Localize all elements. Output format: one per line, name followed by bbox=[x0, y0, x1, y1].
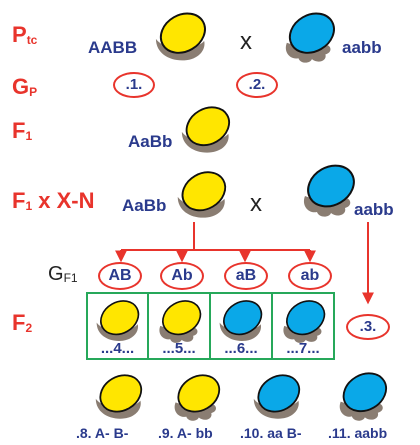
seed-f2-1 bbox=[93, 298, 143, 344]
bottom-label-9: .9. A- bb bbox=[158, 425, 213, 441]
seed-ptc-right bbox=[278, 10, 342, 64]
bottom-label-10: .10. aa B- bbox=[240, 425, 302, 441]
f2-blank-5: ...5... bbox=[162, 340, 196, 357]
yellow-wrinkled-pea-icon bbox=[159, 300, 202, 343]
row-label-ptc: Ptc bbox=[12, 22, 38, 47]
blank-3: .3. bbox=[346, 314, 390, 340]
gamete-ab-upper: AB bbox=[98, 262, 142, 290]
f2-blank-6: ...6... bbox=[224, 340, 258, 357]
seed-f1 bbox=[178, 104, 234, 156]
row-label-f1: F1 bbox=[12, 118, 33, 143]
blue-wrinkled-pea-icon bbox=[283, 300, 326, 343]
yellow-wrinkled-pea-icon bbox=[174, 374, 221, 421]
f2-box-3: ...6... bbox=[209, 292, 273, 360]
seed-test-cross-left bbox=[174, 168, 230, 222]
seed-bottom-4 bbox=[334, 370, 392, 422]
seed-f2-2 bbox=[154, 298, 206, 344]
blue-wrinkled-pea-icon bbox=[303, 164, 355, 217]
blue-smooth-pea-icon bbox=[219, 300, 263, 341]
f2-box-1: ...4... bbox=[86, 292, 149, 360]
f2-blank-7: ...7... bbox=[286, 340, 320, 357]
gamete-ab-lower: ab bbox=[288, 262, 332, 290]
f2-box-2: ...5... bbox=[147, 292, 211, 360]
f2-box-4: ...7... bbox=[271, 292, 335, 360]
row-label-gp: GP bbox=[12, 74, 38, 99]
yellow-smooth-pea-icon bbox=[177, 171, 227, 218]
test-cross-left-genotype: AaBb bbox=[122, 196, 167, 215]
seed-f2-4 bbox=[278, 298, 330, 344]
test-cross-right-genotype: aabb bbox=[354, 200, 394, 219]
blue-smooth-pea-icon bbox=[253, 374, 301, 419]
gp-blank-2: .2. bbox=[236, 72, 278, 98]
row-label-f2: F2 bbox=[12, 310, 33, 335]
seed-ptc-left bbox=[152, 10, 210, 64]
test-cross-sign: x bbox=[250, 190, 262, 217]
f1-genotype: AaBb bbox=[128, 132, 173, 151]
bottom-label-11: .11. aabb bbox=[328, 425, 388, 441]
row-label-gf1: GF1 bbox=[48, 263, 78, 285]
blue-wrinkled-pea-icon bbox=[285, 12, 335, 63]
seed-bottom-1 bbox=[92, 372, 146, 422]
yellow-smooth-pea-icon bbox=[95, 374, 143, 419]
ptc-cross-sign: x bbox=[240, 28, 252, 55]
seed-bottom-2 bbox=[168, 372, 226, 422]
seed-f2-3 bbox=[216, 298, 266, 344]
blue-wrinkled-pea-icon bbox=[339, 372, 388, 421]
yellow-smooth-pea-icon bbox=[96, 300, 140, 341]
row-label-f1-test-cross: F1 x X-N bbox=[12, 188, 95, 213]
bottom-label-8: .8. A- B- bbox=[76, 425, 129, 441]
yellow-smooth-pea-icon bbox=[155, 12, 206, 61]
seed-bottom-3 bbox=[250, 372, 304, 422]
gp-blank-1: .1. bbox=[113, 72, 155, 98]
yellow-smooth-pea-icon bbox=[181, 106, 231, 153]
ptc-left-genotype: AABB bbox=[88, 38, 138, 57]
gamete-ab-mixed-2: aB bbox=[224, 262, 268, 290]
seed-test-cross-right bbox=[298, 162, 360, 218]
f2-blank-4: ...4... bbox=[100, 340, 135, 357]
gamete-ab-mixed: Ab bbox=[160, 262, 204, 290]
ptc-right-genotype: aabb bbox=[342, 38, 382, 57]
